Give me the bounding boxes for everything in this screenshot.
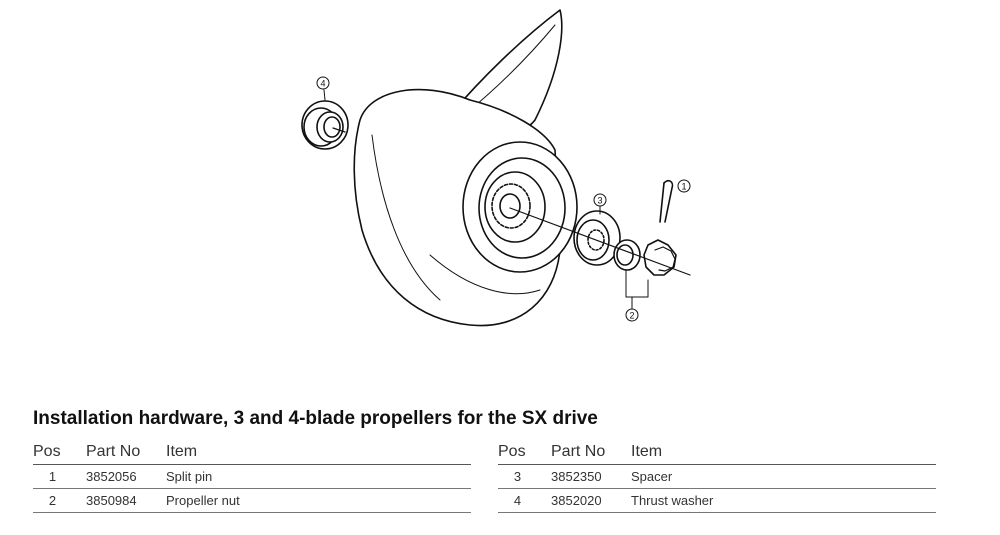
cell-pos: 1	[33, 464, 86, 489]
cell-item: Thrust washer	[631, 488, 936, 513]
callout-1: 1	[677, 179, 691, 193]
table-row: 2 3850984 Propeller nut	[33, 488, 471, 513]
cell-part-no: 3852020	[551, 488, 631, 513]
table-row: 3 3852350 Spacer	[498, 464, 936, 489]
parts-table-left: Pos Part No Item 1 3852056 Split pin 2 3…	[33, 442, 471, 513]
split-pin-drawing	[659, 180, 674, 223]
cell-pos: 4	[498, 488, 551, 513]
cell-pos: 2	[33, 488, 86, 513]
table-header-row: Pos Part No Item	[498, 442, 936, 465]
header-part-no: Part No	[551, 442, 631, 465]
spacer-drawing	[573, 210, 621, 266]
header-item: Item	[631, 442, 936, 465]
callout-label: 3	[597, 196, 602, 206]
cell-part-no: 3852056	[86, 464, 166, 489]
cell-part-no: 3852350	[551, 464, 631, 489]
cell-pos: 3	[498, 464, 551, 489]
leader-line	[625, 269, 649, 310]
table-header-row: Pos Part No Item	[33, 442, 471, 465]
header-pos: Pos	[498, 442, 551, 465]
callout-2: 2	[625, 308, 639, 322]
propeller-nut-drawing	[613, 239, 677, 276]
cell-item: Spacer	[631, 464, 936, 489]
table-row: 4 3852020 Thrust washer	[498, 488, 936, 513]
header-part-no: Part No	[86, 442, 166, 465]
shaft-axis-line	[332, 127, 346, 133]
header-item: Item	[166, 442, 471, 465]
cell-item: Split pin	[166, 464, 471, 489]
thrust-washer-drawing	[301, 100, 349, 150]
leader-line	[323, 89, 326, 101]
shaft-axis-line	[509, 207, 691, 276]
parts-table-right: Pos Part No Item 3 3852350 Spacer 4 3852…	[498, 442, 936, 513]
callout-3: 3	[593, 193, 607, 207]
callout-label: 2	[629, 311, 634, 321]
header-pos: Pos	[33, 442, 86, 465]
table-row: 1 3852056 Split pin	[33, 464, 471, 489]
cell-part-no: 3850984	[86, 488, 166, 513]
callout-label: 4	[320, 79, 325, 89]
callout-4: 4	[316, 76, 330, 90]
cell-item: Propeller nut	[166, 488, 471, 513]
callout-label: 1	[681, 182, 686, 192]
propeller-drawing	[353, 9, 578, 327]
propeller-exploded-diagram: 1 2 3 4	[301, 9, 691, 327]
section-heading: Installation hardware, 3 and 4-blade pro…	[33, 408, 598, 429]
